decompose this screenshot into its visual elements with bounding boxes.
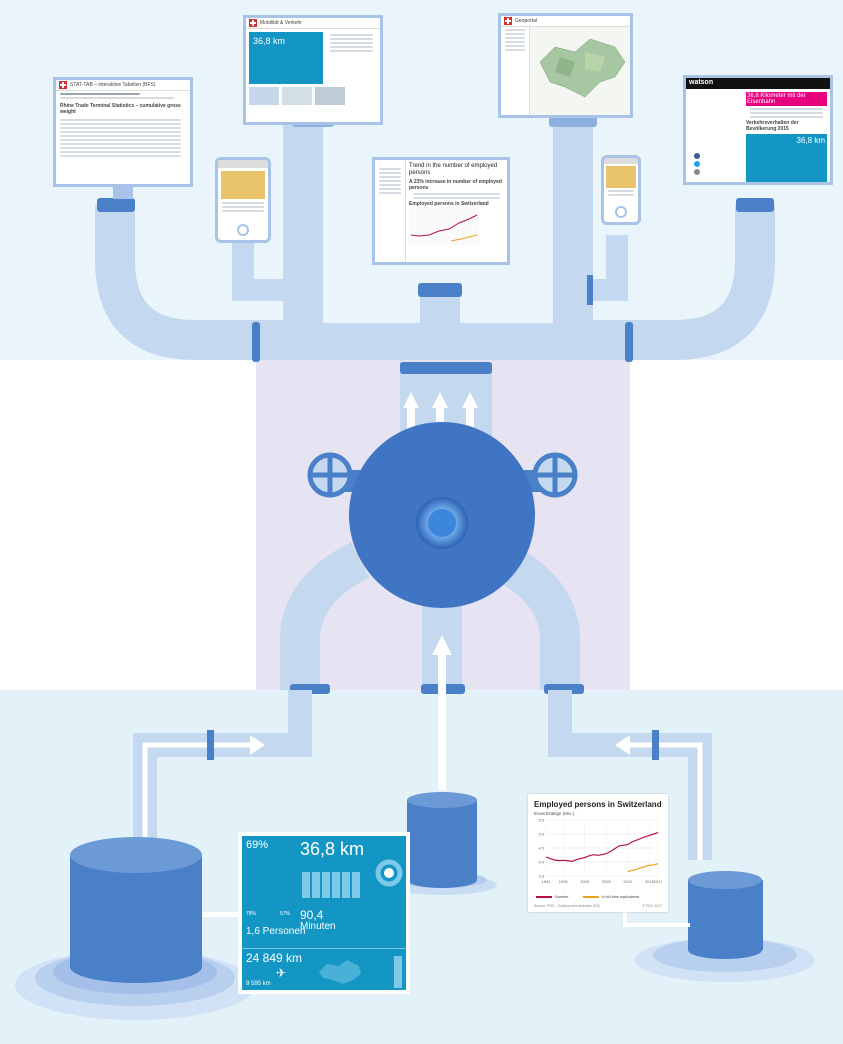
article-chart-title: Employed persons in Switzerland — [409, 201, 489, 207]
swiss-flag-icon — [249, 19, 257, 27]
left-valve-wheel-icon — [307, 452, 353, 498]
chart-legend: Number In full-time equivalents — [536, 895, 639, 899]
manifold-pipe — [255, 323, 630, 360]
report-site-header: Mobilität & Verkehr — [260, 20, 302, 26]
watson-big-number: 36,8 km — [796, 136, 825, 145]
article-chart-thumb — [409, 207, 479, 245]
watson-infographic-thumb: 36,8 km — [746, 134, 827, 182]
legend-item-total: Number — [536, 895, 569, 899]
info-pct-cars: 78% — [246, 911, 257, 917]
plane-icon: ✈ — [276, 966, 287, 980]
facebook-share-icon[interactable] — [694, 153, 700, 159]
pipe-right-curve — [560, 205, 775, 360]
y-tick-label: 4.0 — [538, 860, 544, 865]
info-time-value: 90,4 — [300, 908, 324, 922]
swiss-flag-icon — [59, 81, 67, 89]
phone-home-button[interactable] — [615, 206, 627, 218]
phone-right — [601, 155, 641, 225]
x-tick-label: 1991 — [542, 879, 552, 884]
info-long-distance: 24 849 km — [246, 951, 303, 965]
legend-item-fte: In full-time equivalents — [582, 895, 639, 899]
article-headline: Trend in the number of employed persons — [409, 163, 498, 176]
info-bar-chart — [302, 872, 360, 898]
info-big-distance: 36,8 km — [300, 839, 365, 859]
right-valve-wheel-icon — [532, 452, 578, 498]
chart-date: © FSO 2017 — [642, 904, 662, 908]
y-tick-label: 4.5 — [538, 846, 544, 851]
report-infographic-thumb: 36,8 km — [249, 32, 323, 84]
x-tick-label: 2000 — [580, 879, 590, 884]
article-website-screen: Trend in the number of employed persons … — [372, 157, 510, 265]
series-line-number — [545, 832, 659, 863]
map-site-header: Geoportal — [515, 18, 537, 24]
x-tick-label: 2015 — [645, 879, 655, 884]
table-title: Rhine Trade Terminal Statistics – cumula… — [60, 103, 181, 115]
y-tick-label: 5.5 — [538, 818, 544, 823]
article-subheadline: A 23% increase in number of employed per… — [409, 179, 502, 191]
employment-chart-card: Employed persons in Switzerland Erwerbst… — [528, 794, 668, 912]
info-donut-icon — [375, 859, 403, 887]
switzerland-map[interactable] — [530, 27, 630, 115]
y-tick-label: 3.5 — [538, 874, 544, 879]
pipe-left-curve — [95, 205, 300, 360]
info-time-unit: Minuten — [300, 921, 336, 932]
watson-headline: 36,8 Kilometer mit der Eisenbahn — [746, 92, 827, 106]
chart-ylabel: Erwerbstätige (Mio.) — [534, 811, 575, 816]
mail-share-icon[interactable] — [694, 169, 700, 175]
info-pct-small: 57% — [280, 911, 291, 917]
table-site-header: STAT-TAB – interaktive Tabellen (BFS) — [70, 82, 156, 88]
table-website-screen: STAT-TAB – interaktive Tabellen (BFS) Rh… — [53, 77, 193, 187]
chart-source: Source: FSO – Employment statistics (ES) — [534, 904, 600, 908]
watson-website-screen: watson 36,8 Kilometer mit der Eisenbahn … — [683, 75, 833, 185]
infographic-card: 69% 36,8 km 78% 57% 90,4 Minuten 1,6 Per… — [238, 832, 410, 994]
info-switzerland-map — [319, 960, 361, 984]
info-persons: 1,6 Personen — [246, 926, 306, 937]
series-line-fte — [627, 863, 659, 873]
phone-home-button[interactable] — [237, 224, 249, 236]
x-tick-label: 2010 — [623, 879, 633, 884]
report-website-screen: Mobilität & Verkehr 36,8 km — [243, 15, 383, 125]
report-big-number: 36,8 km — [253, 36, 286, 46]
info-short-distance: 9 595 km — [246, 981, 271, 987]
map-website-screen: Geoportal — [498, 13, 633, 118]
info-pct-top: 69% — [246, 839, 269, 851]
twitter-share-icon[interactable] — [694, 161, 700, 167]
watson-subhead: Verkehrsverhalten der Bevölkerung 2015 — [746, 120, 799, 132]
x-tick-label: 2017 — [654, 879, 662, 884]
chart-title: Employed persons in Switzerland — [534, 800, 662, 809]
x-tick-label: 1995 — [559, 879, 569, 884]
watson-logo: watson — [686, 78, 830, 89]
y-tick-label: 5.0 — [538, 832, 544, 837]
phone-left — [215, 157, 271, 243]
swiss-flag-icon — [504, 17, 512, 25]
x-tick-label: 2005 — [602, 879, 612, 884]
